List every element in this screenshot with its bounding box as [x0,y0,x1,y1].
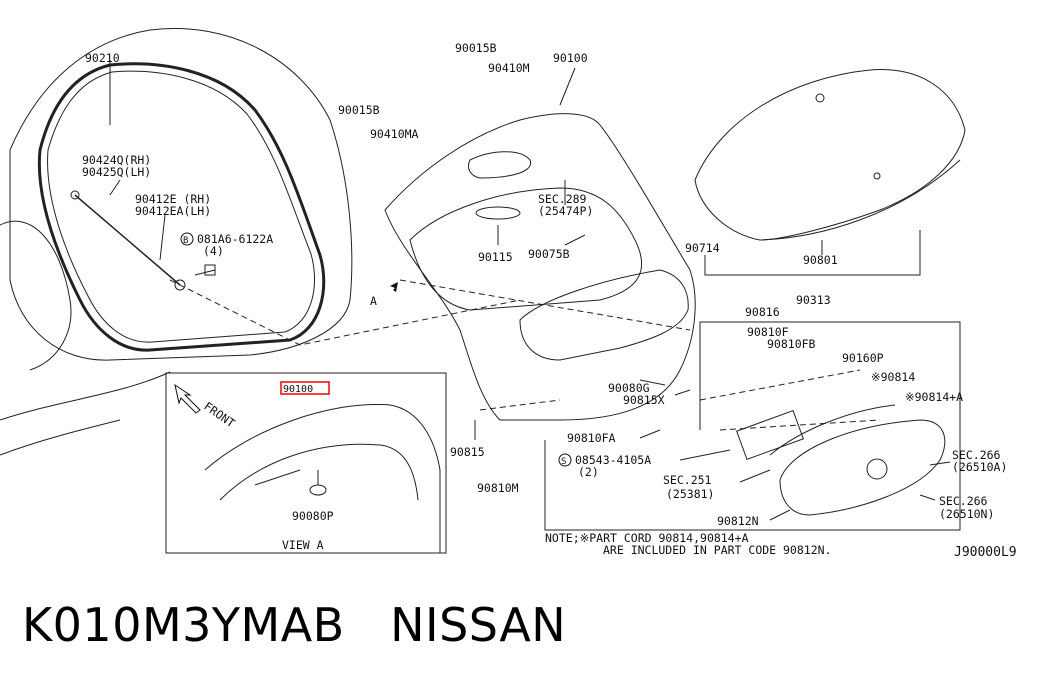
label-arrow-a: A [370,294,377,308]
label-view-90100: 90100 [283,384,313,395]
part-caption: K010M3YMAB NISSAN [22,598,567,652]
vehicle-body-outline [9,28,353,361]
view-arrow-a [383,282,398,300]
label-bolt-code: 081A6-6122A [197,232,273,246]
label-90816: 90816 [745,305,780,319]
label-90015B-top: 90015B [455,41,497,55]
label-front: FRONT [201,399,237,430]
label-90810M: 90810M [477,481,519,495]
bolt-circle-letter: B [183,236,188,246]
label-25381: (25381) [666,487,714,501]
label-90814A: ※90814+A [905,390,963,404]
note-line-2: ARE INCLUDED IN PART CODE 90812N. [603,543,831,557]
label-90425Q: 90425Q(LH) [82,165,151,179]
label-sec289: SEC.289 [538,192,587,206]
label-90160P: 90160P [842,351,884,365]
label-90412E: 90412E (RH) [135,192,211,206]
label-90412EA: 90412EA(LH) [135,204,211,218]
label-90812N: 90812N [717,514,759,528]
label-90424Q: 90424Q(RH) [82,153,151,167]
label-90815X: 90815X [623,393,665,407]
label-sec251: SEC.251 [663,473,712,487]
label-26510N: (26510N) [939,507,994,521]
finisher-90812N [779,419,946,516]
label-screw-qty: (2) [578,465,599,479]
back-glass-90801 [694,69,966,241]
note-line-1: NOTE;※PART CORD 90814,90814+A [545,531,749,545]
front-arrow-icon [174,383,201,414]
view-a-box [165,372,447,554]
label-90015B-left: 90015B [338,103,380,117]
label-90080G: 90080G [608,381,650,395]
back-door-panel [384,113,696,421]
label-90100: 90100 [553,51,588,65]
label-90814: ※90814 [871,370,915,384]
label-sec266b: SEC.266 [939,494,988,508]
label-25474P: (25474P) [538,204,593,218]
label-90075B: 90075B [528,247,570,261]
label-bolt-qty: (4) [203,244,224,258]
label-90210: 90210 [85,51,120,65]
label-90410MA: 90410MA [370,127,419,141]
label-90815: 90815 [450,445,485,459]
label-90115: 90115 [478,250,513,264]
label-view-a: VIEW A [282,538,324,552]
diagram-code: J90000L9 [954,545,1017,560]
label-90810FA: 90810FA [567,431,616,445]
label-sec266a: SEC.266 [952,448,1001,462]
back-door-stay [74,194,181,286]
parts-diagram: 90210 90015B 90410M 90100 90015B 90410MA… [0,28,1017,560]
screw-circle-letter: S [561,457,566,467]
label-90810FB: 90810FB [767,337,816,351]
label-90714: 90714 [685,241,720,255]
group-box-90810M [544,321,961,531]
label-90410M: 90410M [488,61,530,75]
label-90810F: 90810F [747,325,789,339]
highlight-90100 [280,381,330,395]
label-screw-code: 08543-4105A [575,453,651,467]
label-view-90080P: 90080P [292,509,334,523]
label-90801: 90801 [803,253,838,267]
label-26510A: (26510A) [952,460,1007,474]
label-90313: 90313 [796,293,831,307]
